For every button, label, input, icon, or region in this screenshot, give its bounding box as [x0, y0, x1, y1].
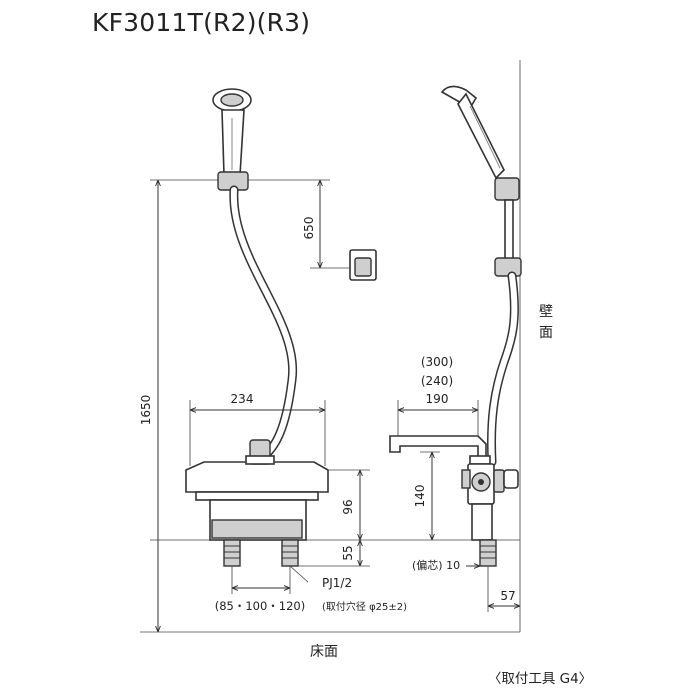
model-title: KF3011T(R2)(R3) — [92, 8, 311, 37]
inlet-fitting-side — [479, 539, 497, 567]
dim-57-text: 57 — [500, 589, 515, 603]
wall-hook-front — [349, 249, 377, 281]
pipe-thread-text: PJ1/2 — [322, 576, 352, 590]
offset-text: (偏芯) 10 — [412, 558, 460, 572]
dim-650-text: 650 — [302, 217, 316, 240]
mixer-body-side — [461, 463, 519, 541]
mixer-body-front — [185, 439, 329, 541]
pj-leader — [289, 565, 309, 583]
spout-190-text: 190 — [426, 392, 449, 406]
wall-label-top: 壁 — [539, 304, 553, 320]
dim-140-text: 140 — [413, 485, 427, 508]
shower-head-front — [212, 88, 252, 181]
mount-hole-text: (取付穴径 φ25±2) — [322, 600, 407, 613]
dim-1650-text: 1650 — [139, 395, 153, 426]
spout-300-text: (300) — [421, 355, 453, 369]
dim-55-text: 55 — [341, 545, 355, 560]
spout-240-text: (240) — [421, 374, 453, 388]
inlet-fittings-front — [223, 539, 299, 567]
dim-234-text: 234 — [231, 392, 254, 406]
spout-side — [389, 435, 491, 465]
shower-head-side — [440, 85, 505, 180]
tool-label: 〈取付工具 G4〉 — [488, 671, 592, 687]
wall-label-bottom: 面 — [539, 325, 553, 341]
inlet-pitch-text: (85・100・120) — [215, 599, 306, 613]
dim-96-text: 96 — [341, 499, 355, 514]
floor-label: 床面 — [310, 644, 338, 660]
slide-bar-side — [494, 177, 522, 277]
